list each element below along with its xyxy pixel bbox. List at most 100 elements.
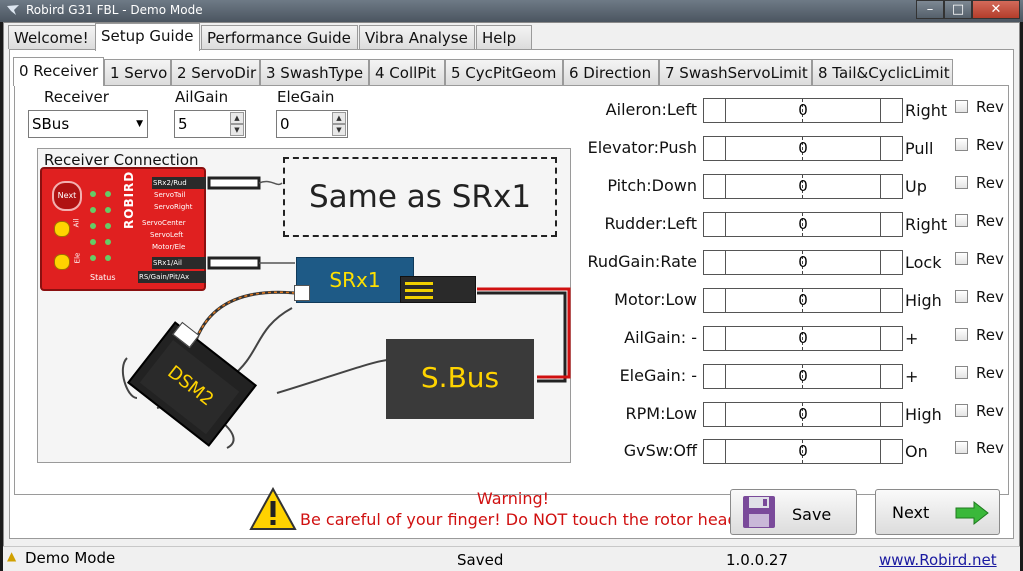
board-status-label: Status bbox=[90, 273, 116, 282]
tab-tail-cycliclimit[interactable]: 8 Tail&CyclicLimit bbox=[812, 59, 953, 85]
pitch-value: 0 bbox=[798, 177, 808, 195]
status-bar: ▲ Demo Mode Saved 1.0.0.27 www.Robird.ne… bbox=[3, 546, 1020, 571]
elegain-rev-checkbox[interactable] bbox=[955, 366, 968, 379]
ail-pot-image bbox=[54, 221, 70, 237]
board-pin-label-1: SRx2/Rud bbox=[152, 177, 206, 189]
elegain-right-label: + bbox=[905, 367, 919, 386]
gvsw-rev-checkbox[interactable] bbox=[955, 441, 968, 454]
elegain-stepper[interactable]: 0 ▲ ▼ bbox=[276, 110, 348, 138]
elevator-push-label: Elevator:Push bbox=[587, 138, 697, 157]
board-pin-label-3: ServoRight bbox=[154, 203, 193, 211]
rudder-rev-label: Rev bbox=[976, 212, 1004, 230]
board-next-button-image: Next bbox=[52, 181, 82, 211]
app-icon bbox=[7, 5, 19, 15]
status-version: 1.0.0.27 bbox=[726, 551, 789, 569]
board-pin-label-4: ServoCenter bbox=[142, 219, 186, 227]
elegain-bar-value: 0 bbox=[798, 367, 808, 385]
gvsw-bar: 0 bbox=[703, 439, 903, 464]
maximize-button[interactable]: □ bbox=[944, 0, 972, 19]
next-button[interactable]: Next bbox=[875, 489, 1000, 535]
ailgain-stepper[interactable]: 5 ▲ ▼ bbox=[174, 110, 246, 138]
pitch-down-label: Pitch:Down bbox=[607, 176, 697, 195]
tab-servo[interactable]: 1 Servo bbox=[104, 59, 171, 85]
rudgain-value: 0 bbox=[798, 253, 808, 271]
ailgain-rev-label: Rev bbox=[976, 326, 1004, 344]
rudder-right-label: Right bbox=[905, 215, 948, 234]
board-pin-label-6: Motor/Ele bbox=[152, 243, 186, 251]
tab-performance-guide[interactable]: Performance Guide bbox=[201, 25, 358, 49]
tab-swashtype[interactable]: 3 SwashType bbox=[260, 59, 369, 85]
motor-right-label: High bbox=[905, 291, 942, 310]
minimize-button[interactable]: – bbox=[916, 0, 944, 19]
rpm-value: 0 bbox=[798, 405, 808, 423]
gvsw-right-label: On bbox=[905, 442, 928, 461]
tab-cycpitgeom[interactable]: 5 CycPitGeom bbox=[445, 59, 563, 85]
ailgain-up-button[interactable]: ▲ bbox=[230, 112, 244, 124]
rpm-right-label: High bbox=[905, 405, 942, 424]
next-label: Next bbox=[892, 503, 930, 522]
rudder-left-label: Rudder:Left bbox=[604, 214, 697, 233]
tab-direction[interactable]: 6 Direction bbox=[563, 59, 659, 85]
tab-vibra-analyse[interactable]: Vibra Analyse bbox=[359, 25, 475, 49]
elegain-down-button[interactable]: ▼ bbox=[332, 124, 346, 136]
rudder-rev-checkbox[interactable] bbox=[955, 214, 968, 227]
fbl-board-image: Next Ail Ele ROBIRD Status SRx2/Rud Serv… bbox=[40, 167, 206, 291]
aileron-rev-checkbox[interactable] bbox=[955, 100, 968, 113]
tab-swashservolimit[interactable]: 7 SwashServoLimit bbox=[659, 59, 812, 85]
rpm-rev-checkbox[interactable] bbox=[955, 404, 968, 417]
ailgain-value: 5 bbox=[178, 115, 188, 133]
status-saved: Saved bbox=[457, 551, 504, 569]
pitch-right-label: Up bbox=[905, 177, 927, 196]
elegain-label: EleGain bbox=[277, 88, 335, 106]
tab-servodir[interactable]: 2 ServoDir bbox=[171, 59, 260, 85]
robird-website-link[interactable]: www.Robird.net bbox=[879, 551, 997, 569]
rudgain-rev-checkbox[interactable] bbox=[955, 252, 968, 265]
save-button[interactable]: Save bbox=[730, 489, 857, 535]
ele-pot-image bbox=[54, 254, 70, 270]
srx1-antenna-port bbox=[294, 285, 310, 301]
gvsw-rev-label: Rev bbox=[976, 439, 1004, 457]
aileron-right-label: Right bbox=[905, 101, 948, 120]
elegain-value: 0 bbox=[280, 115, 290, 133]
tab-setup-guide[interactable]: Setup Guide bbox=[95, 23, 200, 51]
tab-help[interactable]: Help bbox=[476, 25, 532, 49]
elegain-up-button[interactable]: ▲ bbox=[332, 112, 346, 124]
motor-rev-checkbox[interactable] bbox=[955, 290, 968, 303]
save-disk-icon bbox=[743, 496, 775, 528]
motor-bar: 0 bbox=[703, 288, 903, 313]
aileron-left-label: Aileron:Left bbox=[605, 100, 697, 119]
status-mode: Demo Mode bbox=[25, 549, 116, 567]
elegain-rev-label: Rev bbox=[976, 364, 1004, 382]
board-ele-label: Ele bbox=[73, 252, 82, 264]
ailgain-channel-label: AilGain: - bbox=[624, 328, 697, 347]
tab-receiver[interactable]: 0 Receiver bbox=[13, 57, 104, 86]
rudgain-rev-label: Rev bbox=[976, 250, 1004, 268]
receiver-select[interactable]: SBus ▼ bbox=[28, 110, 148, 138]
board-ail-label: Ail bbox=[72, 218, 81, 228]
ailgain-bar: 0 bbox=[703, 326, 903, 351]
close-button[interactable]: ✕ bbox=[972, 0, 1020, 19]
gvsw-value: 0 bbox=[798, 442, 808, 460]
tab-welcome[interactable]: Welcome! bbox=[8, 25, 96, 49]
elegain-channel-label: EleGain: - bbox=[619, 366, 697, 385]
ailgain-down-button[interactable]: ▼ bbox=[230, 124, 244, 136]
ailgain-rev-checkbox[interactable] bbox=[955, 328, 968, 341]
title-bar: Robird G31 FBL - Demo Mode – □ ✕ bbox=[0, 0, 1023, 22]
elevator-rev-checkbox[interactable] bbox=[955, 138, 968, 151]
tab-collpit[interactable]: 4 CollPit bbox=[369, 59, 445, 85]
board-pin-label-7: SRx1/Ail bbox=[152, 257, 206, 269]
elevator-rev-label: Rev bbox=[976, 136, 1004, 154]
status-warning-icon: ▲ bbox=[7, 549, 17, 563]
dropdown-arrow-icon: ▼ bbox=[136, 119, 143, 129]
aileron-rev-label: Rev bbox=[976, 98, 1004, 116]
board-pin-label-5: ServoLeft bbox=[150, 231, 184, 239]
aileron-bar: 0 bbox=[703, 98, 903, 123]
receiver-label: Receiver bbox=[44, 88, 109, 106]
warning-icon bbox=[249, 487, 297, 530]
elevator-right-label: Pull bbox=[905, 139, 934, 158]
rudder-bar: 0 bbox=[703, 212, 903, 237]
pitch-rev-checkbox[interactable] bbox=[955, 176, 968, 189]
elevator-value: 0 bbox=[798, 139, 808, 157]
rpm-rev-label: Rev bbox=[976, 402, 1004, 420]
rudgain-rate-label: RudGain:Rate bbox=[587, 252, 697, 271]
